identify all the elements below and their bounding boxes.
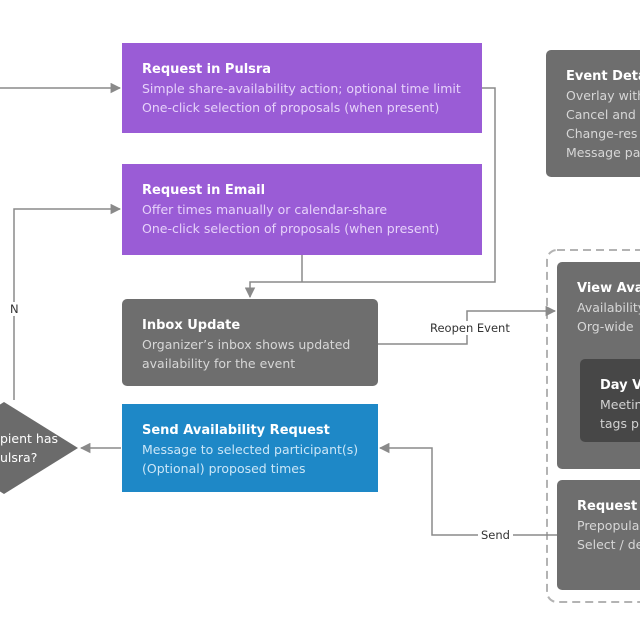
decision-text-line2: ulsra? [0,450,38,465]
node-line: Offer times manually or calendar-share [142,202,388,217]
node-line: availability for the event [142,356,296,371]
node-line: Cancel and [566,107,636,122]
node-line: Message pa [566,145,640,160]
node-title: Request in Pulsra [142,62,272,77]
edge-label-no: N [9,302,20,316]
node-line: Simple share-availability action; option… [142,81,461,96]
decision-diamond [0,402,78,494]
edge-label-send: Send [478,528,513,542]
edge-label-reopen-event: Reopen Event [428,321,512,335]
node-day-view[interactable]: Day Vi Meetin tags p [580,359,640,442]
edge-no-to-request-email [13,203,122,400]
node-request-availability[interactable]: Request A Prepopula Select / de [557,480,640,590]
node-line: Availability [577,300,640,315]
node-request-in-pulsra[interactable]: Request in Pulsra Simple share-availabil… [122,43,482,133]
dashed-group-container [546,249,640,603]
node-line: Prepopula [577,518,640,533]
node-title: View Ava [577,281,640,296]
node-line: One-click selection of proposals (when p… [142,100,440,115]
node-title: Day Vi [600,378,640,393]
node-inbox-update[interactable]: Inbox Update Organizer’s inbox shows upd… [122,299,378,386]
node-line: One-click selection of proposals (when p… [142,221,440,236]
node-line: Overlay with [566,88,640,103]
edge-request-to-send [378,442,557,536]
node-request-in-email[interactable]: Request in Email Offer times manually or… [122,164,482,255]
node-line: Meetin [600,397,640,412]
decision-text-line1: pient has [0,431,58,446]
node-title: Inbox Update [142,318,241,333]
node-line: Change-res [566,126,638,141]
node-line: Select / de [577,537,640,552]
node-title: Request in Email [142,183,266,198]
node-line: tags p [600,416,639,431]
node-line: (Optional) proposed times [142,461,306,476]
node-title: Event Deta [566,69,640,84]
node-event-details[interactable]: Event Deta Overlay with Cancel and Chang… [546,50,640,177]
edge-pulsra-to-inbox [244,87,496,299]
node-send-availability-request[interactable]: Send Availability Request Message to sel… [122,404,378,492]
node-title: Request A [577,499,640,514]
node-line: Message to selected participant(s) [142,442,359,457]
node-line: Org-wide [577,319,634,334]
node-title: Send Availability Request [142,423,330,438]
node-line: Organizer’s inbox shows updated [142,337,351,352]
